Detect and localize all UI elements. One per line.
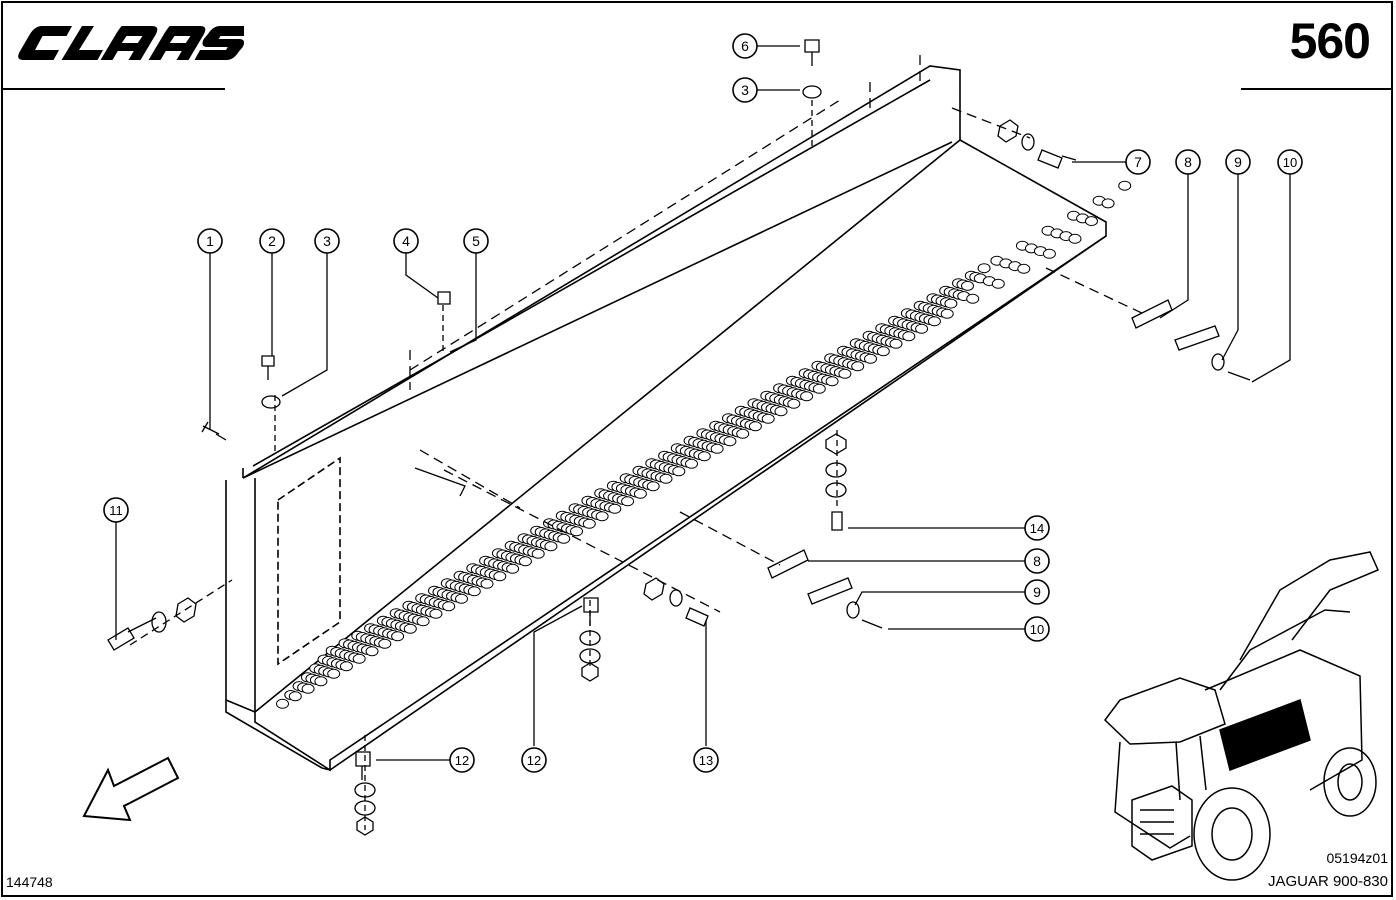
chute-floor-right [254, 139, 1107, 772]
machine-thumbnail [1104, 551, 1379, 881]
callout-10: 10 [1024, 616, 1050, 642]
callout-2: 2 [259, 228, 285, 254]
callout-label: 4 [402, 233, 410, 249]
chute-top-edge [242, 65, 961, 479]
callout-label: 8 [1033, 553, 1041, 569]
chute-lower-lip [225, 699, 256, 713]
side-panel [277, 456, 341, 666]
callout-13: 13 [693, 747, 719, 773]
callout-8: 8 [1024, 548, 1050, 574]
callout-label: 12 [527, 753, 541, 768]
callout-label: 1 [206, 233, 214, 249]
callout-10: 10 [1277, 149, 1303, 175]
callout-label: 2 [268, 233, 276, 249]
callout-5: 5 [463, 228, 489, 254]
direction-arrow-icon [82, 756, 180, 822]
callout-label: 5 [472, 233, 480, 249]
image-code: 05194z01 [1326, 850, 1388, 866]
callout-label: 11 [109, 503, 123, 518]
callout-1: 1 [197, 228, 223, 254]
callout-label: 12 [455, 753, 469, 768]
callout-label: 9 [1033, 584, 1041, 600]
callout-label: 9 [1234, 154, 1242, 170]
callout-label: 10 [1030, 622, 1044, 637]
page-number: 560 [1289, 13, 1371, 69]
callout-label: 10 [1283, 155, 1297, 170]
callout-label: 6 [741, 38, 749, 54]
document-number: 144748 [6, 874, 53, 890]
callout-8: 8 [1175, 149, 1201, 175]
callout-3: 3 [314, 228, 340, 254]
model-name: JAGUAR 900-830 [1267, 873, 1388, 890]
callout-12: 12 [521, 747, 547, 773]
header-rule-right [1241, 88, 1393, 90]
claas-logo [18, 26, 244, 60]
header-rule-left [3, 88, 225, 90]
perforation-pattern [276, 180, 1132, 709]
callout-7: 7 [1125, 149, 1151, 175]
callout-label: 14 [1030, 521, 1044, 536]
callout-11: 11 [103, 497, 129, 523]
callout-label: 3 [741, 82, 749, 98]
chute-inner-edge [242, 141, 953, 479]
chute-back-wall [252, 79, 931, 467]
chute-bottom-edge [321, 767, 331, 771]
callout-12: 12 [449, 747, 475, 773]
chute-front-edge [329, 235, 1107, 771]
callout-label: 13 [699, 753, 713, 768]
callout-label: 3 [323, 233, 331, 249]
callout-9: 9 [1225, 149, 1251, 175]
callout-3: 3 [732, 77, 758, 103]
callout-6: 6 [732, 33, 758, 59]
callout-14: 14 [1024, 515, 1050, 541]
callout-4: 4 [393, 228, 419, 254]
callout-label: 8 [1184, 154, 1192, 170]
callout-label: 7 [1134, 154, 1142, 170]
callout-9: 9 [1024, 579, 1050, 605]
chute-side-left [225, 480, 323, 769]
